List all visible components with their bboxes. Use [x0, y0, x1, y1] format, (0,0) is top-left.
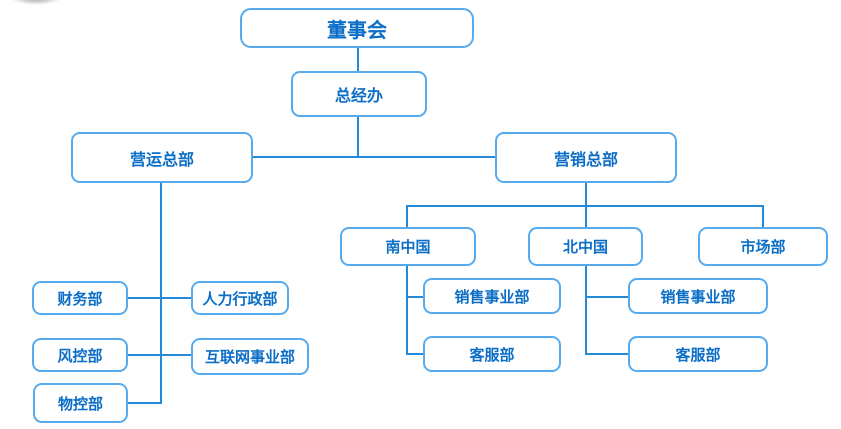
connector-north-sales — [585, 296, 628, 298]
connector-board-gm — [357, 48, 359, 71]
org-node-risk-control-dept[interactable]: 风控部 — [32, 338, 128, 372]
connector-risk-internet — [128, 354, 191, 356]
org-node-operations-hq[interactable]: 营运总部 — [71, 132, 253, 183]
connector-south-china — [406, 205, 408, 227]
connector-south-sales — [406, 296, 423, 298]
connector-south-trunk — [406, 266, 408, 355]
org-node-north-service-dept[interactable]: 客服部 — [628, 336, 768, 372]
connector-north-trunk — [585, 266, 587, 355]
connector-north-service — [585, 353, 628, 355]
org-node-south-sales-div[interactable]: 销售事业部 — [423, 278, 561, 314]
org-node-internet-div[interactable]: 互联网事业部 — [191, 338, 309, 375]
connector-market-dept — [762, 205, 764, 227]
org-node-material-control[interactable]: 物控部 — [33, 383, 128, 423]
org-node-market-dept[interactable]: 市场部 — [698, 227, 828, 266]
org-node-marketing-hq[interactable]: 营销总部 — [495, 132, 677, 183]
connector-finance-hr — [128, 297, 191, 299]
connector-material — [128, 402, 162, 404]
org-node-hr-admin-dept[interactable]: 人力行政部 — [191, 281, 289, 315]
org-node-north-china[interactable]: 北中国 — [528, 227, 643, 266]
connector-ops-trunk — [160, 183, 162, 404]
org-node-south-china[interactable]: 南中国 — [340, 227, 476, 266]
org-node-board-of-directors[interactable]: 董事会 — [240, 8, 474, 48]
corner-smudge — [10, 0, 62, 5]
org-node-gm-office[interactable]: 总经办 — [291, 71, 427, 117]
connector-gm-main — [357, 117, 359, 158]
org-node-finance-dept[interactable]: 财务部 — [32, 281, 128, 315]
connector-south-service — [406, 353, 423, 355]
connector-ops-mkt — [253, 156, 495, 158]
org-node-north-sales-div[interactable]: 销售事业部 — [628, 278, 768, 314]
org-node-south-service-dept[interactable]: 客服部 — [423, 336, 561, 372]
connector-mkt-down — [585, 183, 587, 207]
connector-north-china — [585, 205, 587, 227]
